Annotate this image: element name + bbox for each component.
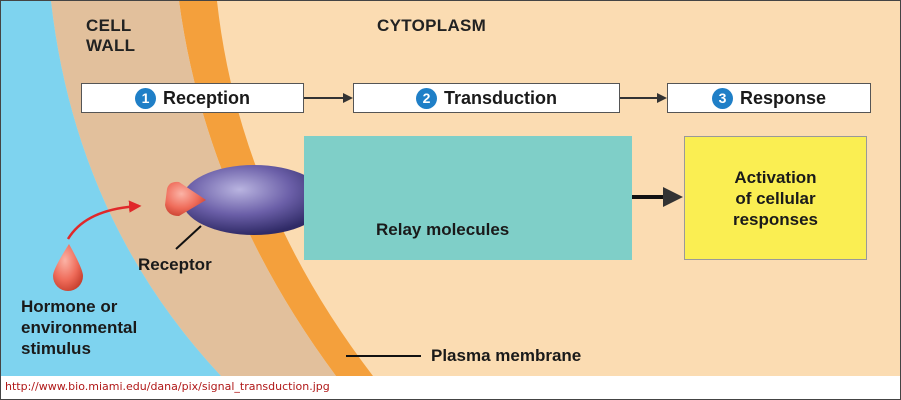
cytoplasm-label: CYTOPLASM (377, 16, 487, 35)
step-transduction: 2 Transduction (353, 83, 620, 113)
step-number-2-icon: 2 (415, 87, 437, 109)
stimulus-label: Hormone or environmental stimulus (21, 297, 138, 358)
activation-label: Activation of cellular responses (732, 167, 819, 229)
step-response: 3 Response (667, 83, 871, 113)
step-number-3-icon: 3 (711, 87, 733, 109)
step-transduction-label: Transduction (443, 87, 557, 108)
binding-arrow (66, 200, 142, 240)
relay-molecules-label: Relay molecules (376, 220, 510, 239)
step-number-1-icon: 1 (134, 87, 156, 109)
activation-box: Activation of cellular responses (684, 136, 867, 260)
plasma-membrane-label: Plasma membrane (431, 346, 582, 365)
receptor-protein-icon (182, 165, 326, 235)
step-reception: 1 Reception (81, 83, 304, 113)
receptor-label: Receptor (138, 255, 212, 274)
step-reception-label: Reception (162, 87, 250, 108)
bound-hormone-icon (165, 181, 206, 216)
step-response-label: Response (739, 87, 827, 108)
hormone-droplet-icon (53, 244, 83, 291)
cell-wall-label: CELL WALL (86, 16, 136, 55)
relay-molecules-box (304, 136, 632, 260)
source-url: http://www.bio.miami.edu/dana/pix/signal… (5, 380, 330, 393)
receptor-leader-line (175, 225, 202, 250)
